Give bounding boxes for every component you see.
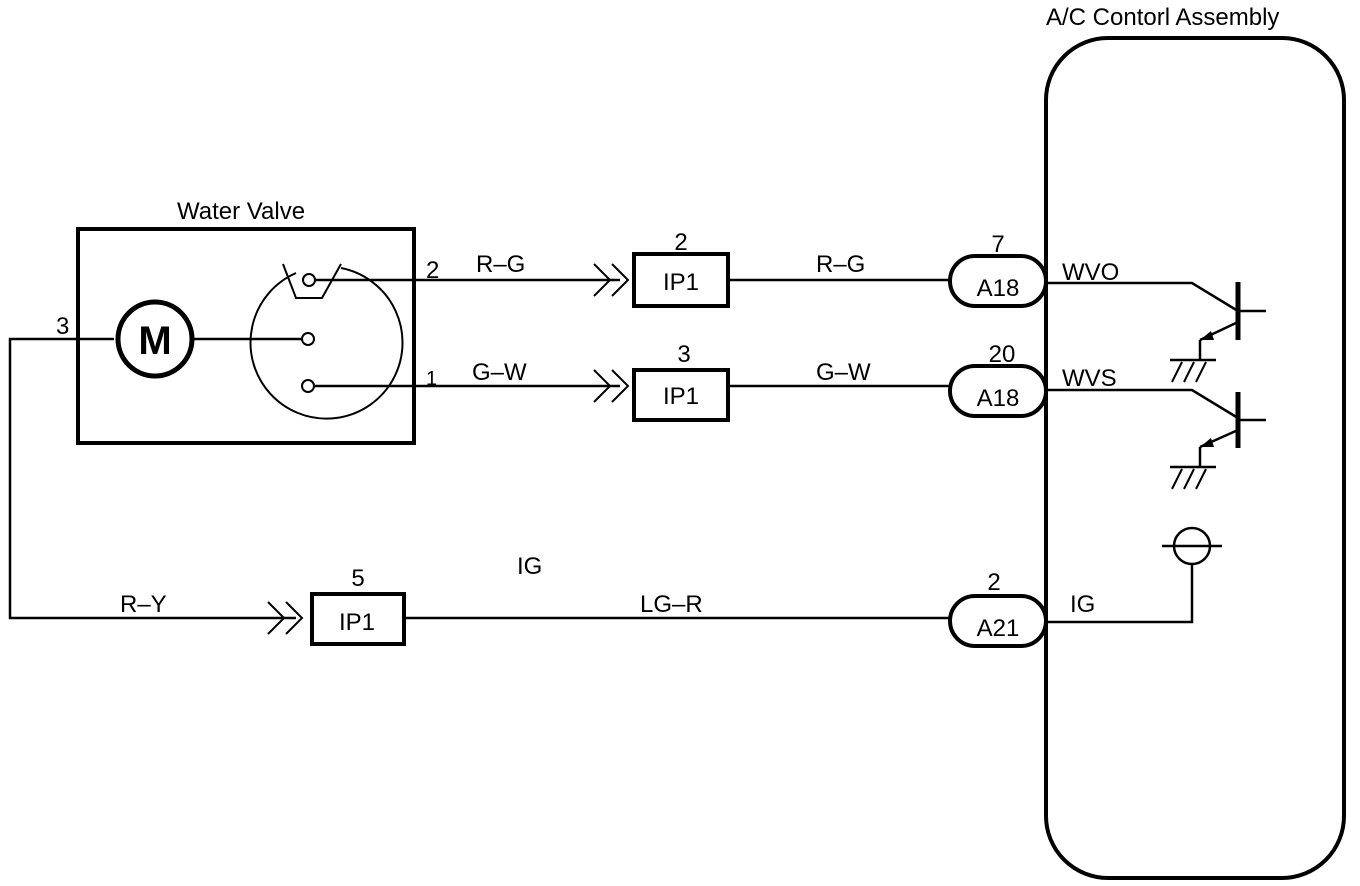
valve-switch-body	[249, 267, 404, 420]
wvo-internal-wire	[1046, 281, 1239, 313]
valve-contact-bottom	[301, 379, 315, 393]
junction-ip1-b-name: IP1	[663, 383, 699, 410]
connector-arrow-2b	[611, 369, 630, 403]
wire-r-g-right-label: R–G	[816, 251, 865, 278]
connector-arrow-3a	[267, 601, 286, 635]
connector-arrow-1b	[611, 263, 630, 297]
transistor-2-icon	[1170, 392, 1266, 490]
junction-ip1-a-name: IP1	[663, 269, 699, 296]
transistor-1-icon	[1170, 282, 1266, 383]
junction-ip1-a-pin: 2	[674, 229, 687, 256]
connector-a18-wvo	[948, 254, 1048, 308]
ig-sense-icon	[1162, 526, 1222, 566]
connector-arrow-2a	[593, 369, 612, 403]
junction-ip1-c-name: IP1	[339, 609, 375, 636]
junction-ip1-c-pin: 5	[351, 565, 364, 592]
terminal-wvs: WVS	[1062, 365, 1117, 392]
connector-a21-ig-pin: 2	[987, 569, 1000, 596]
connector-arrow-1a	[593, 263, 612, 297]
connector-a18-wvo-pin: 7	[991, 231, 1004, 258]
connector-a18-wvs-name: A18	[977, 385, 1020, 412]
junction-ip1-b	[632, 368, 730, 422]
motor-symbol: M	[138, 319, 171, 363]
ac-control-assembly-box	[1044, 36, 1346, 880]
connector-a18-wvs-pin: 20	[989, 341, 1016, 368]
connector-a21-ig-name: A21	[977, 615, 1020, 642]
water-valve-pin-1: 1	[426, 368, 437, 390]
wire-r-y-label: R–Y	[120, 591, 167, 618]
water-valve-pin-2: 2	[426, 257, 439, 284]
circuit-ig-label: IG	[517, 553, 542, 580]
wire-r-g-left-label: R–G	[476, 251, 525, 278]
wire-g-w-right-label: G–W	[816, 359, 871, 386]
wire-g-w-left-label: G–W	[472, 359, 527, 386]
terminal-ig: IG	[1070, 591, 1095, 618]
ac-control-assembly-title: A/C Contorl Assembly	[1046, 4, 1279, 31]
terminal-wvo: WVO	[1062, 259, 1119, 286]
valve-contact-middle	[301, 332, 315, 346]
wvs-internal-wire	[1046, 388, 1239, 420]
water-valve-pin-3: 3	[56, 313, 69, 340]
water-valve-title: Water Valve	[177, 198, 305, 225]
ig-internal-wire	[1046, 565, 1194, 624]
connector-arrow-3b	[285, 601, 304, 635]
junction-ip1-b-pin: 3	[677, 341, 690, 368]
wire-lg-r-label: LG–R	[640, 591, 703, 618]
wire-r-y	[8, 337, 296, 620]
connector-a18-wvo-name: A18	[977, 275, 1020, 302]
